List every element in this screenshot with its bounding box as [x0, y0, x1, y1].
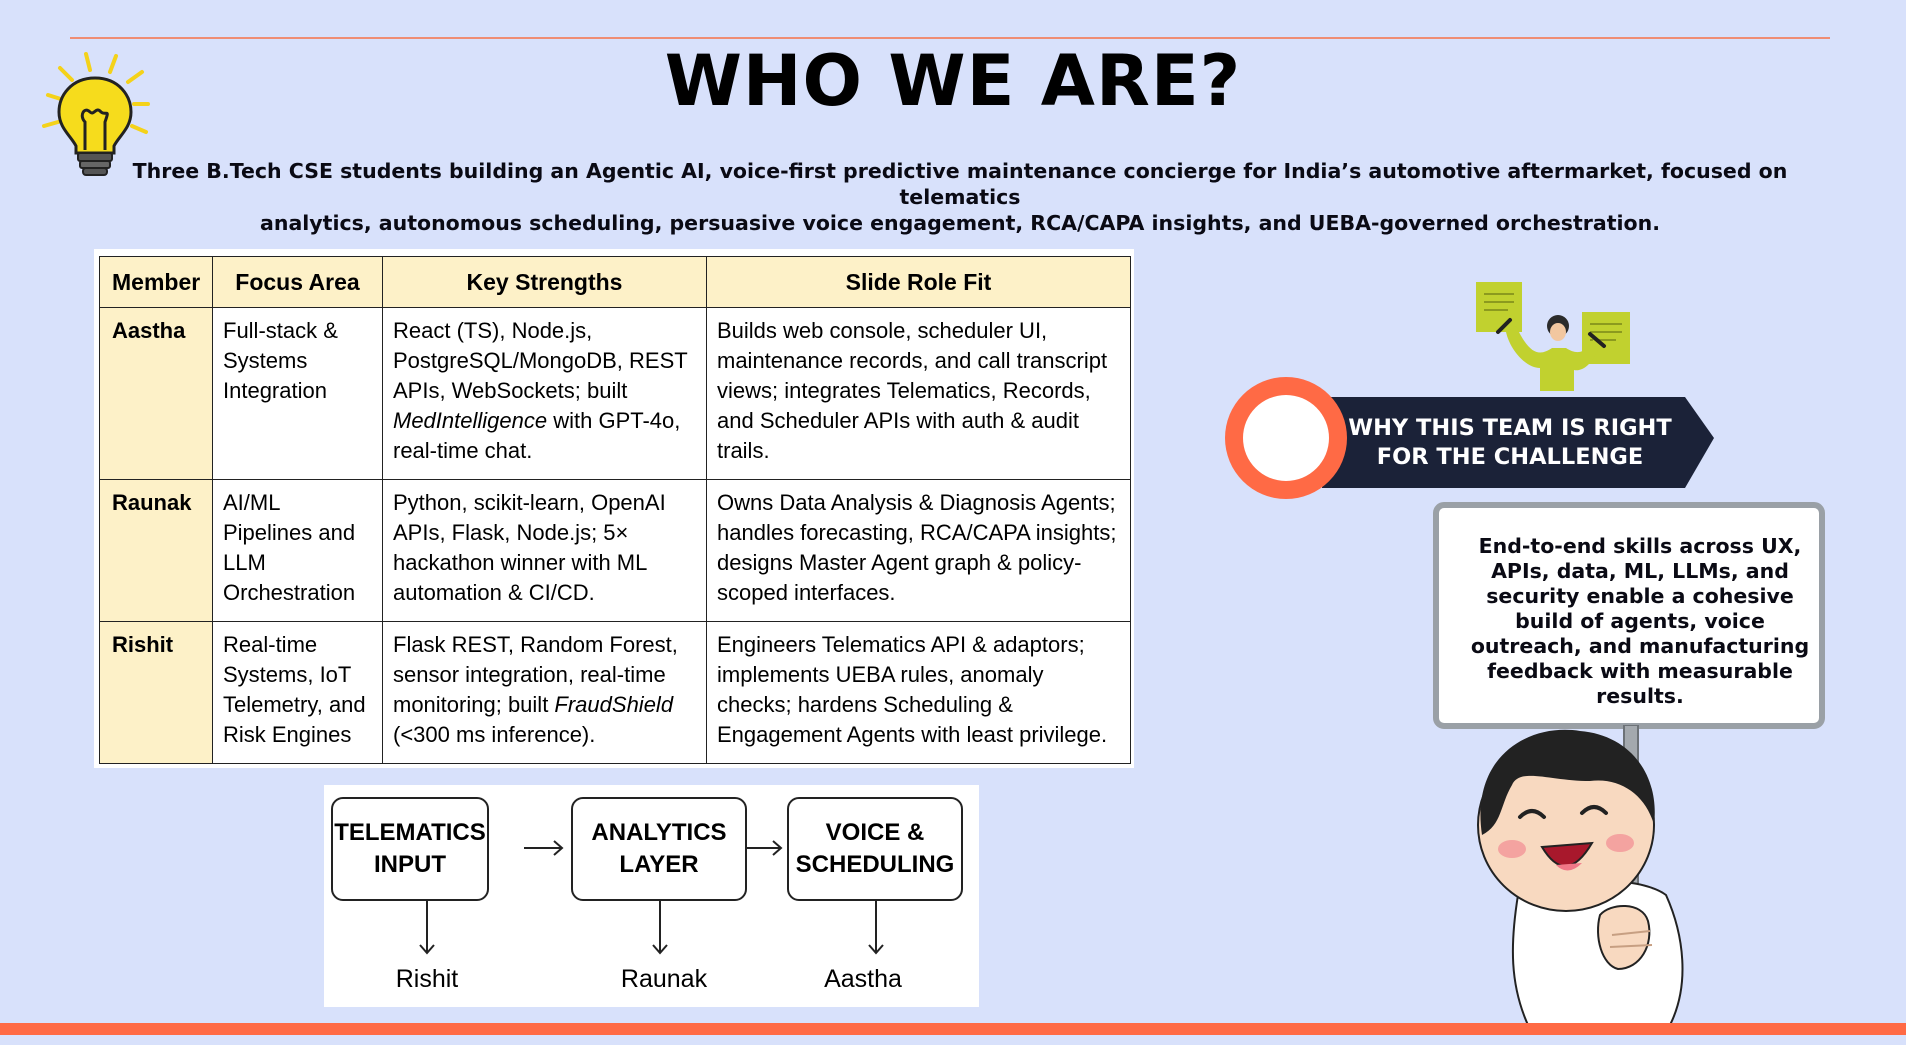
focus-area: AI/ML Pipelines and LLM Orchestration — [212, 479, 383, 622]
slide-role-fit: Owns Data Analysis & Diagnosis Agents; h… — [706, 479, 1131, 622]
table-row: Raunak AI/ML Pipelines and LLM Orchestra… — [99, 479, 1131, 622]
why-team-banner — [1225, 377, 1714, 499]
lightbulb-icon — [42, 52, 150, 176]
flow-owner-rishit: Rishit — [395, 965, 459, 993]
bottom-accent-bar — [0, 1023, 1906, 1035]
member-name: Rishit — [99, 620, 213, 765]
table-row: Rishit Real-time Systems, IoT Telemetry,… — [99, 620, 1131, 765]
flow-owner-aastha: Aastha — [824, 965, 902, 993]
team-table: Member Focus Area Key Strengths Slide Ro… — [99, 256, 1131, 765]
project-name: MedIntelligence — [393, 408, 548, 433]
header-slide-role-fit: Slide Role Fit — [706, 256, 1131, 308]
focus-area: Full-stack & Systems Integration — [212, 306, 383, 481]
team-table-card: Member Focus Area Key Strengths Slide Ro… — [94, 249, 1134, 768]
flow-owner-raunak: Raunak — [620, 965, 708, 993]
top-divider — [70, 37, 1830, 39]
key-strengths: Python, scikit-learn, OpenAI APIs, Flask… — [382, 479, 707, 622]
why-team-banner-text: WHY THIS TEAM IS RIGHT FOR THE CHALLENGE — [1348, 415, 1672, 470]
focus-area: Real-time Systems, IoT Telemetry, and Ri… — [212, 620, 383, 765]
kid-holding-sign-illustration — [1477, 725, 1684, 1025]
subtitle-line-1: Three B.Tech CSE students building an Ag… — [132, 159, 1788, 209]
header-member: Member — [99, 256, 213, 308]
page-title: WHO WE ARE? — [664, 40, 1242, 122]
slide-role-fit: Engineers Telematics API & adaptors; imp… — [706, 620, 1131, 765]
key-strengths: React (TS), Node.js, PostgreSQL/MongoDB,… — [382, 306, 707, 481]
slide-role-fit: Builds web console, scheduler UI, mainte… — [706, 306, 1131, 481]
presenter-with-documents-illustration — [1476, 282, 1630, 391]
member-name: Aastha — [99, 306, 213, 481]
sign-board-text: End-to-end skills across UX, APIs, data,… — [1470, 534, 1810, 708]
subtitle-line-2: analytics, autonomous scheduling, persua… — [260, 211, 1660, 235]
flow-box-voice-scheduling: VOICE &SCHEDULING — [787, 797, 963, 901]
table-row: Aastha Full-stack & Systems Integration … — [99, 306, 1131, 481]
project-name: FraudShield — [554, 691, 674, 717]
key-strengths: Flask REST, Random Forest, sensor integr… — [382, 620, 707, 765]
member-name: Raunak — [99, 479, 213, 622]
header-focus-area: Focus Area — [212, 256, 383, 308]
page-subtitle: Three B.Tech CSE students building an Ag… — [110, 158, 1810, 236]
table-header-row: Member Focus Area Key Strengths Slide Ro… — [99, 256, 1131, 308]
header-key-strengths: Key Strengths — [382, 256, 707, 308]
flow-arrows — [419, 840, 884, 955]
